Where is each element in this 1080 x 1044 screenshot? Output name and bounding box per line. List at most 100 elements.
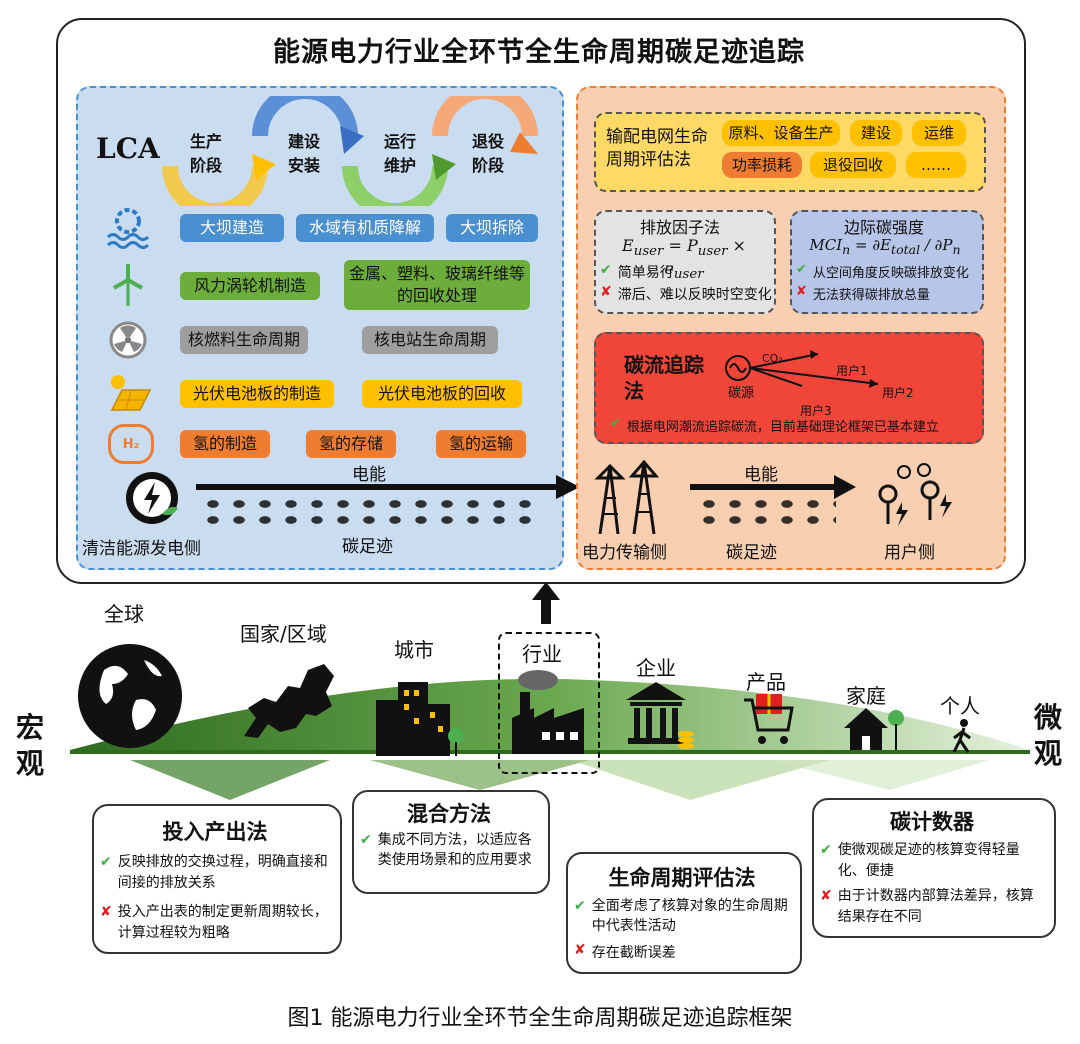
energy-label-2: 电能 [744,465,778,485]
user-2-label: 用户2 [882,386,914,400]
solar-panel-manufacturing: 光伏电池板的制造 [180,380,334,408]
stage-operation: 运行维护 [384,132,417,175]
calc-con-text: 由于计数器内部算法差异，核算结果存在不同 [837,888,1034,925]
hybrid-method-pro: ✔ 集成不同方法，以适应各类使用场景和的应用要求 [360,830,540,871]
cross-icon: ✘ [600,284,612,300]
users-icon [878,463,952,526]
level-individual: 个人 [940,694,980,718]
hydrogen-storage: 氢的存储 [306,430,396,458]
footprint-label-2: 碳足迹 [726,543,777,563]
user-side-label: 用户侧 [884,543,935,563]
user-1-label: 用户1 [836,364,868,378]
lca-method-title: 生命周期评估法 [608,866,756,890]
hybrid-method-title: 混合方法 [407,802,491,826]
input-output-title: 投入产出法 [162,820,268,844]
footprints-2 [696,496,836,528]
up-arrow-head [532,582,560,600]
city-icon [376,682,464,756]
wind-recycling: 金属、塑料、玻璃纤维等的回收处理 [344,260,530,310]
tag-power-loss: 功率损耗 [722,152,802,178]
hybrid-pro-text: 集成不同方法，以适应各类使用场景和的应用要求 [377,832,532,869]
clean-energy-source-label: 清洁能源发电侧 [82,539,201,559]
hydro-icon [106,208,150,249]
check-icon: ✔ [600,262,612,278]
carbon-flow-pro: ✔ 根据电网潮流追踪碳流，目前基础理论框架已基本建立 [610,416,939,435]
check-icon: ✔ [610,416,621,431]
calc-pro-text: 使微观碳足迹的核算变得轻量化、便捷 [837,842,1020,879]
level-country: 国家/区域 [240,622,327,646]
check-icon: ✔ [100,854,112,870]
transmission-label: 电力传输侧 [582,543,667,563]
solar-panel-recycling: 光伏电池板的回收 [362,380,522,408]
marginal-intensity-con: ✘ 无法获得碳排放总量 [796,284,930,303]
tag-etc: …… [906,152,966,178]
cross-icon: ✘ [820,888,832,904]
level-global: 全球 [104,602,144,626]
europe-map-icon [244,664,334,738]
emission-pro-text: 简单易行 [617,265,674,281]
carbon-calculator-title: 碳计数器 [890,810,974,834]
wind-icon [113,264,143,306]
figure-caption: 图1 能源电力行业全环节全生命周期碳足迹追踪框架 [287,1006,793,1031]
hydrogen-transport: 氢的运输 [436,430,526,458]
carbon-flow-diagram [725,350,879,388]
macro-label: 宏观 [16,711,45,781]
wind-turbine-manufacturing: 风力涡轮机制造 [180,272,320,300]
input-output-con: ✘ 投入产出表的制定更新周期较长，计算过程较为粗略 [100,902,332,944]
footprint-label-1: 碳足迹 [342,537,393,557]
clean-energy-icon [126,472,178,524]
level-household: 家庭 [846,684,886,708]
shopping-cart-icon [744,694,794,744]
solar-icon [110,375,152,411]
micro-label: 微观 [1034,701,1063,771]
marginal-intensity-title: 边际碳强度 [844,218,925,237]
energy-arrow-2 [690,484,834,490]
check-icon: ✔ [574,898,586,914]
bank-icon [626,682,694,749]
carbon-flow-pro-text: 根据电网潮流追踪碳流，目前基础理论框架已基本建立 [626,420,939,435]
house-icon [844,708,904,750]
emission-factor-box [594,210,776,314]
stage-retirement: 退役阶段 [472,132,505,175]
cross-icon: ✘ [574,942,586,958]
factory-icon [512,670,584,754]
check-icon: ✔ [360,832,372,848]
stage-construction: 建设安装 [288,132,321,175]
hydro-organic-degradation: 水域有机质降解 [296,214,434,242]
lca-method-box [566,852,802,974]
energy-label-1: 电能 [352,465,386,485]
industry-highlight-box [498,632,600,774]
hydrogen-icon: H₂ [108,424,154,464]
lca-pro-text: 全面考虑了核算对象的生命周期中代表性活动 [591,898,788,935]
level-enterprise: 企业 [636,656,676,680]
carbon-flow-title: 碳流追踪法 [624,353,704,403]
level-product: 产品 [746,670,786,694]
marginal-intensity-pro: ✔从空间角度反映碳排放变化 [796,262,969,281]
level-city: 城市 [394,638,434,662]
user-3-label: 用户3 [800,404,832,418]
person-walking-icon [952,719,971,753]
hybrid-method-box [352,790,550,894]
marginal-con-text: 无法获得碳排放总量 [812,288,930,303]
emission-factor-formula: Euser = Puser × euser [622,236,746,283]
carbon-calculator-con: ✘ 由于计数器内部算法差异，核算结果存在不同 [820,886,1046,928]
carbon-source-label: 碳源 [728,386,755,401]
tag-operation: 运维 [912,120,966,146]
transmission-tower-icon [594,459,660,534]
io-con-text: 投入产出表的制定更新周期较长，计算过程较为粗略 [117,904,328,941]
grid-lca-title: 输配电网生命周期评估法 [606,127,708,170]
co2-label: CO₂ [762,352,783,365]
cross-icon: ✘ [796,284,807,299]
check-icon: ✔ [796,262,807,277]
cross-icon: ✘ [100,904,112,920]
footprints-1 [200,496,540,528]
emission-factor-pro: ✔ 简单易行 [600,262,674,282]
lca-con-text: 存在截断误差 [591,945,676,961]
marginal-intensity-box [790,210,984,314]
hydro-dam-construction: 大坝建造 [180,214,284,242]
globe-icon [78,644,182,748]
carbon-flow-box [594,332,984,444]
emission-con-text: 滞后、难以反映时空变化 [617,287,772,303]
energy-arrow-1 [196,484,556,490]
nuclear-icon [109,321,147,359]
